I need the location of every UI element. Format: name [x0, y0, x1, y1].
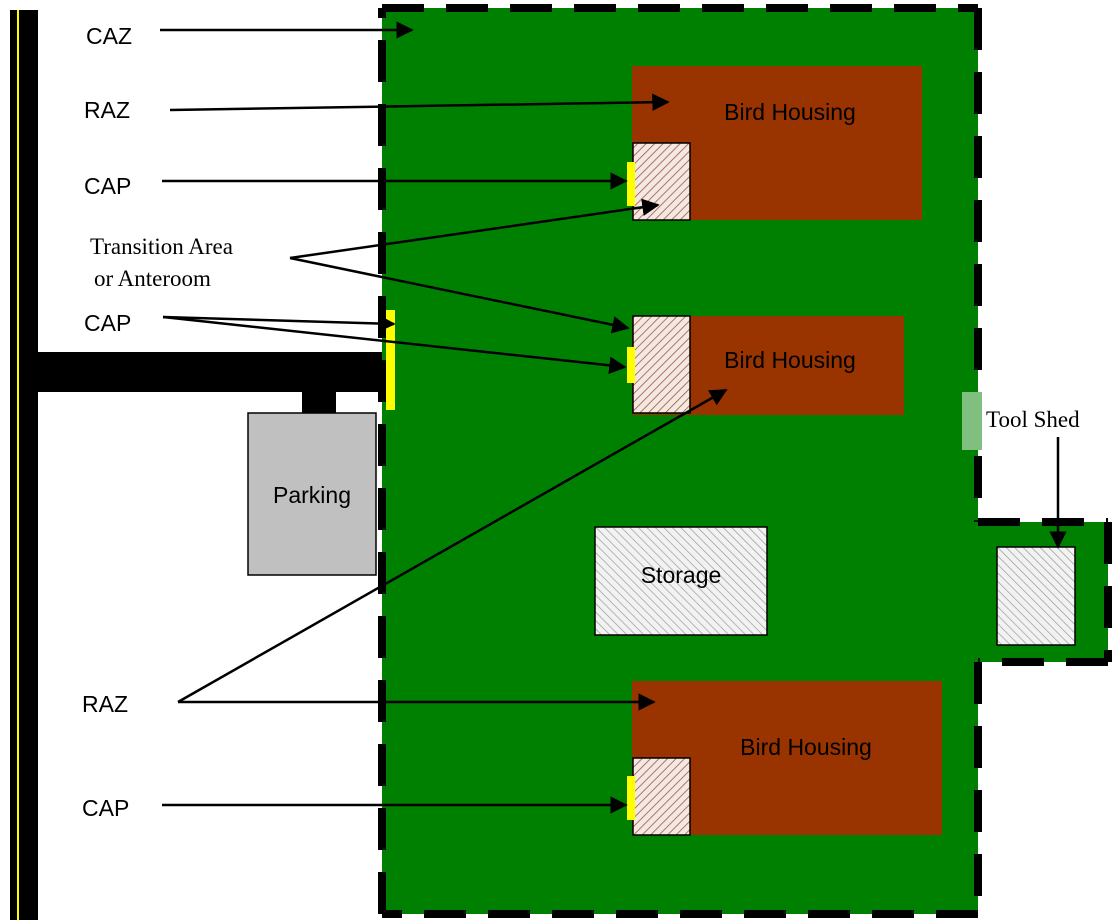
raz-bottom-label: RAZ: [82, 691, 128, 717]
tool-shed-building: [996, 546, 1076, 646]
arrows: [160, 21, 1067, 814]
bird-housing-3-label: Bird Housing: [740, 734, 872, 760]
main-road: [10, 10, 38, 920]
transition-area-label-line2: or Anteroom: [94, 266, 211, 291]
anteroom-2: [632, 315, 691, 414]
arrow-cap-2-driveway: [162, 314, 396, 333]
arrow-transition-to-anteroom-2: [289, 256, 630, 334]
storage-building: [594, 526, 768, 636]
cap-2-label: CAP: [84, 310, 131, 336]
cap-3-label: CAP: [82, 795, 129, 821]
cap-marker-driveway: [386, 310, 395, 410]
caz-label: CAZ: [86, 23, 132, 49]
raz-top-label: RAZ: [84, 97, 130, 123]
bird-housing-1: Bird Housing: [627, 66, 922, 221]
parking: Parking: [247, 412, 377, 576]
arrow-cap-2-housing: [162, 315, 627, 375]
storage-label: Storage: [641, 562, 722, 588]
bird-housing-2: Bird Housing: [627, 315, 904, 415]
storage: Storage: [594, 526, 768, 636]
tool-shed: Tool Shed: [986, 407, 1080, 646]
arrow-raz-top: [169, 93, 670, 112]
left-labels: CAZ RAZ CAP Transition Area or Anteroom …: [82, 23, 233, 821]
tool-shed-gate: [962, 392, 982, 450]
cap-marker-3: [627, 776, 635, 820]
road: [10, 10, 388, 920]
tool-shed-label: Tool Shed: [986, 407, 1080, 432]
caz-dashed-perimeter: [378, 4, 1112, 918]
anteroom-3: [632, 757, 691, 836]
parking-lot: [247, 412, 377, 576]
arrow-transition-to-anteroom-1: [289, 198, 660, 260]
cap-marker-1: [627, 162, 635, 206]
driveway: [38, 352, 388, 392]
transition-area-label-line1: Transition Area: [90, 234, 233, 259]
bird-housing-1-label: Bird Housing: [724, 99, 856, 125]
arrow-raz-to-housing-2: [177, 388, 728, 704]
cap-marker-2: [627, 347, 635, 383]
bird-housing-2-label: Bird Housing: [724, 347, 856, 373]
parking-label: Parking: [273, 482, 351, 508]
cap-1-label: CAP: [84, 173, 131, 199]
bird-housing-3: Bird Housing: [627, 681, 942, 836]
